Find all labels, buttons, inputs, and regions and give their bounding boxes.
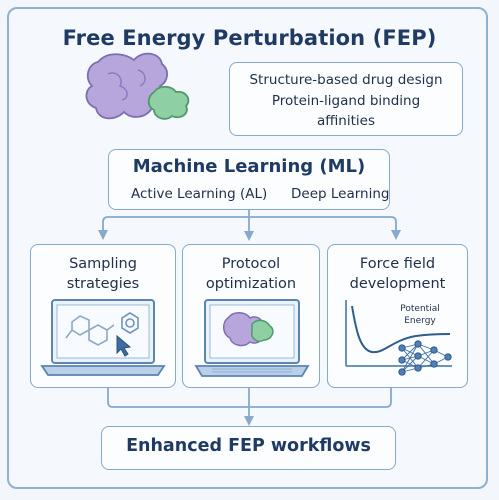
card-forcefield-line1: Force field [359,256,436,272]
diagram-title: Free Energy Perturbation (FEP) [62,26,437,50]
result-box [101,426,396,470]
result-label: Enhanced FEP workflows [126,436,371,456]
arrow-down-icon [98,208,401,426]
ml-item-active-learning: Active Learning (AL) [131,186,268,202]
card-protocol-line1: Protocol [221,256,281,272]
energy-label-line1: Potential [400,304,440,314]
fep-note-line1: Structure-based drug design [249,72,443,88]
fep-note-line2: Protein-ligand binding [271,93,421,109]
ml-box [108,149,390,210]
ligand-icon [147,85,190,120]
card-protocol-line2: optimization [205,276,297,292]
card-sampling-line1: Sampling [69,256,137,272]
ml-title: Machine Learning (ML) [132,156,366,177]
fep-applications-box [229,62,463,136]
energy-label-line2: Energy [404,316,436,326]
ml-item-deep-learning: Deep Learning [291,186,390,202]
card-forcefield-line2: development [349,276,446,292]
card-sampling-line2: strategies [66,276,140,292]
protein-icon [85,52,168,120]
fep-note-line3: affinities [316,113,375,129]
